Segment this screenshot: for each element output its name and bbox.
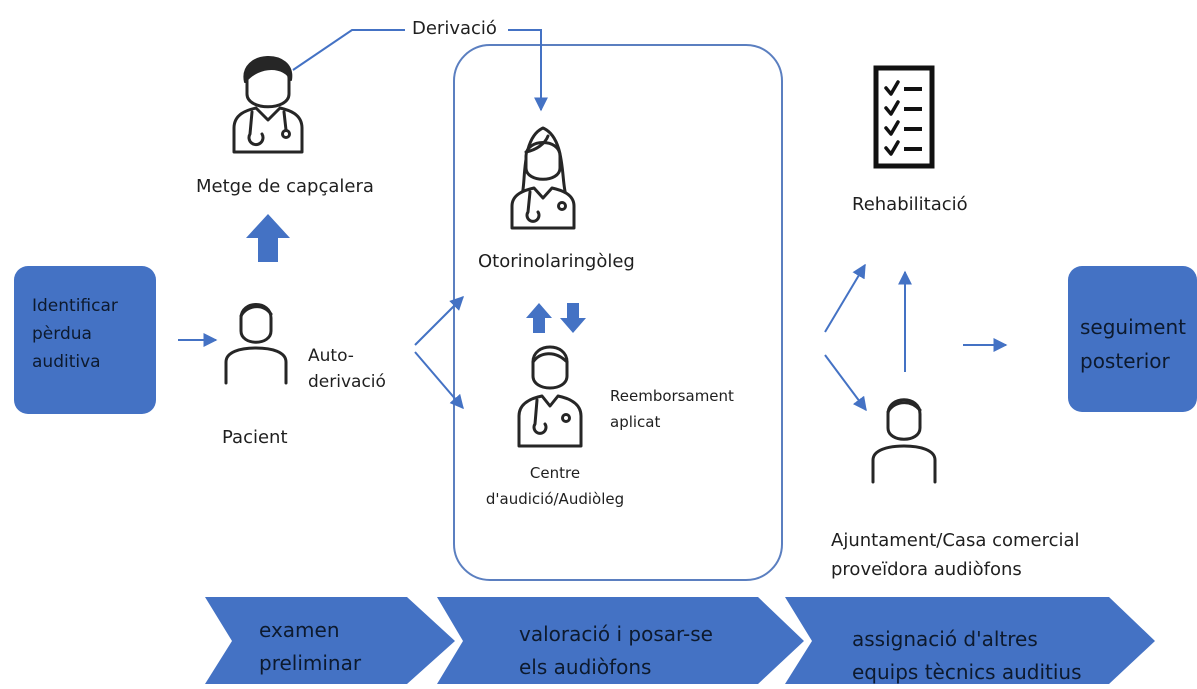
derivacio-label: Derivació <box>412 18 497 39</box>
seguiment-text: seguiment posterior <box>1080 315 1186 373</box>
reemborsament-label: Reemborsament aplicat <box>610 387 734 431</box>
stage-3-text: assignació d'altres equips tècnics audit… <box>852 627 1082 684</box>
arrow-auto-to-otorino <box>414 296 464 346</box>
rehabilitacio-label: Rehabilitació <box>852 194 968 215</box>
pacient-label: Pacient <box>222 427 288 448</box>
doctor-male-icon <box>232 56 304 154</box>
stage-1-chevron <box>205 597 455 684</box>
stage-2-text: valoració i posar-se els audiòfons <box>519 622 713 679</box>
line-metge-to-derivacio <box>292 29 405 71</box>
stage-1-text: examen preliminar <box>259 618 362 675</box>
up-block-arrow-centre-to-otorino <box>526 303 552 333</box>
metge-label: Metge de capçalera <box>196 176 374 197</box>
down-block-arrow-otorino-to-centre <box>560 303 586 333</box>
stage-3-chevron <box>785 597 1155 684</box>
connectors <box>178 29 1008 412</box>
arrow-to-provider <box>824 354 867 412</box>
identificar-box <box>14 266 156 414</box>
specialist-container <box>453 44 783 581</box>
arrow-auto-to-centre <box>414 351 464 410</box>
doctor-female-icon <box>510 126 576 230</box>
ajuntament-label: Ajuntament/Casa comercial proveïdora aud… <box>831 530 1080 580</box>
seguiment-box <box>1068 266 1197 412</box>
identificar-text: Identificar pèrdua auditiva <box>32 296 118 372</box>
otorino-label: Otorinolaringòleg <box>478 251 635 272</box>
arrow-to-rehab-left <box>824 263 866 333</box>
up-block-arrow-pacient-to-metge <box>246 214 290 262</box>
auto-derivacio-label: Auto- derivació <box>308 346 386 392</box>
centre-label: Centre d'audició/Audiòleg <box>485 464 625 508</box>
audiologist-icon <box>517 345 583 448</box>
arrow-derivacio-to-otorino <box>508 29 548 112</box>
provider-person-icon <box>871 398 937 484</box>
stage-2-chevron <box>437 597 804 684</box>
person-icon <box>224 303 288 385</box>
checklist-icon <box>873 65 935 169</box>
